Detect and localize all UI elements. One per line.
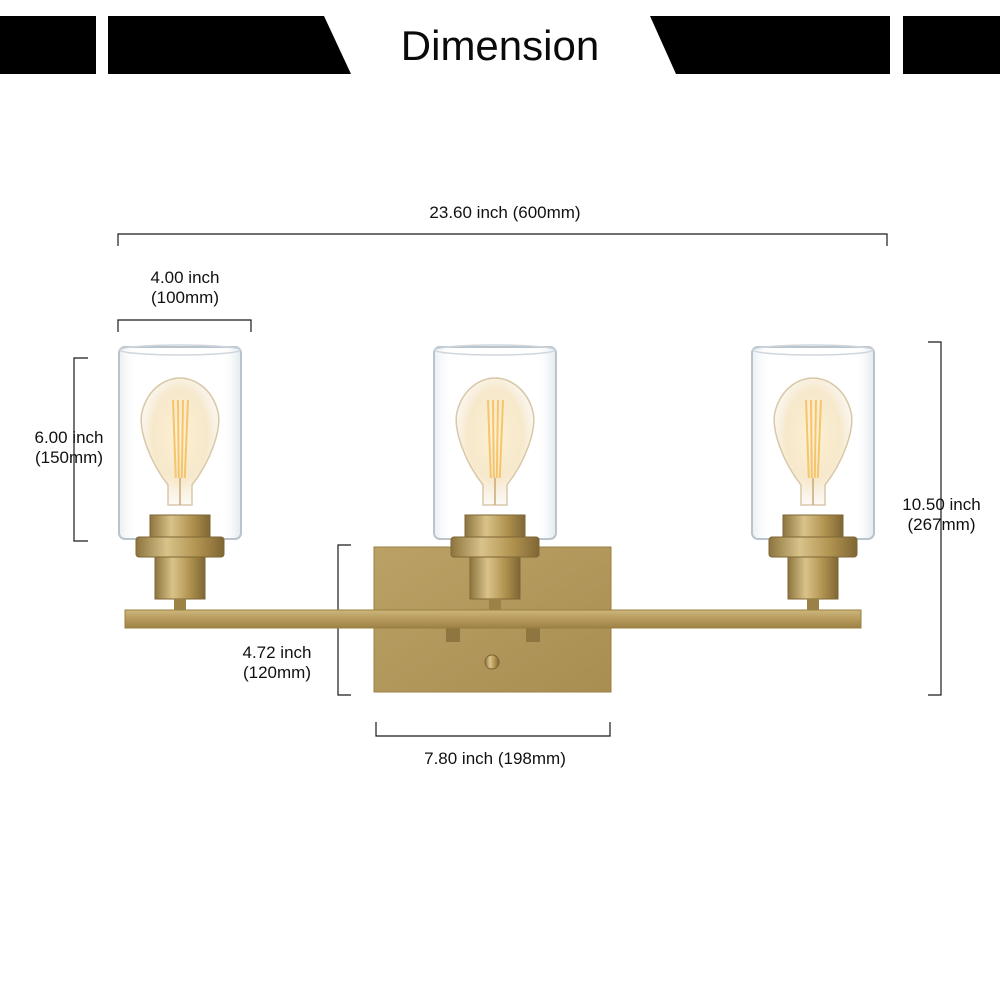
socket-neck bbox=[787, 556, 839, 600]
edison-bulb bbox=[773, 377, 853, 506]
banner-block-left bbox=[0, 16, 96, 74]
socket-cup bbox=[149, 514, 211, 540]
socket-neck bbox=[469, 556, 521, 600]
overall-height-label: 10.50 inch (267mm) bbox=[883, 495, 1000, 535]
backplate-width-label: 7.80 inch (198mm) bbox=[424, 749, 566, 768]
header-banner bbox=[0, 16, 1000, 74]
overall-height-mm: (267mm) bbox=[907, 515, 976, 534]
backplate-height-inch: 4.72 inch bbox=[242, 643, 312, 662]
shade-width-inch: 4.00 inch bbox=[150, 268, 220, 287]
page-title: Dimension bbox=[400, 22, 600, 69]
shade-width-label: 4.00 inch (100mm) bbox=[120, 268, 250, 308]
lamp-group bbox=[118, 344, 875, 610]
backplate-height-label: 4.72 inch (120mm) bbox=[222, 643, 332, 683]
shade-height-mm: (150mm) bbox=[34, 448, 103, 467]
lamp-2 bbox=[433, 344, 557, 610]
overall-height-line bbox=[928, 341, 942, 696]
edison-bulb bbox=[140, 377, 220, 506]
socket-neck bbox=[154, 556, 206, 600]
backplate-height-mm: (120mm) bbox=[242, 663, 311, 682]
shade-height-label: 6.00 inch (150mm) bbox=[14, 428, 124, 468]
overall-width-line bbox=[117, 233, 888, 246]
overall-width-label: 23.60 inch (600mm) bbox=[429, 203, 581, 222]
mounting-knob bbox=[484, 654, 500, 670]
shade-height-line bbox=[73, 357, 88, 542]
crossbar bbox=[124, 609, 862, 629]
socket-cup bbox=[464, 514, 526, 540]
shade-width-line bbox=[117, 319, 252, 332]
socket-cup bbox=[782, 514, 844, 540]
overall-height-inch: 10.50 inch bbox=[902, 495, 981, 514]
edison-bulb bbox=[455, 377, 535, 506]
backplate-width-line bbox=[375, 722, 611, 737]
lamp-3 bbox=[751, 344, 875, 610]
banner-block-right bbox=[903, 16, 1000, 74]
lamp-1 bbox=[118, 344, 242, 610]
shade-height-inch: 6.00 inch bbox=[34, 428, 104, 447]
banner-wedge-left bbox=[108, 16, 351, 74]
shade-width-mm: (100mm) bbox=[150, 288, 219, 307]
banner-wedge-right bbox=[650, 16, 890, 74]
